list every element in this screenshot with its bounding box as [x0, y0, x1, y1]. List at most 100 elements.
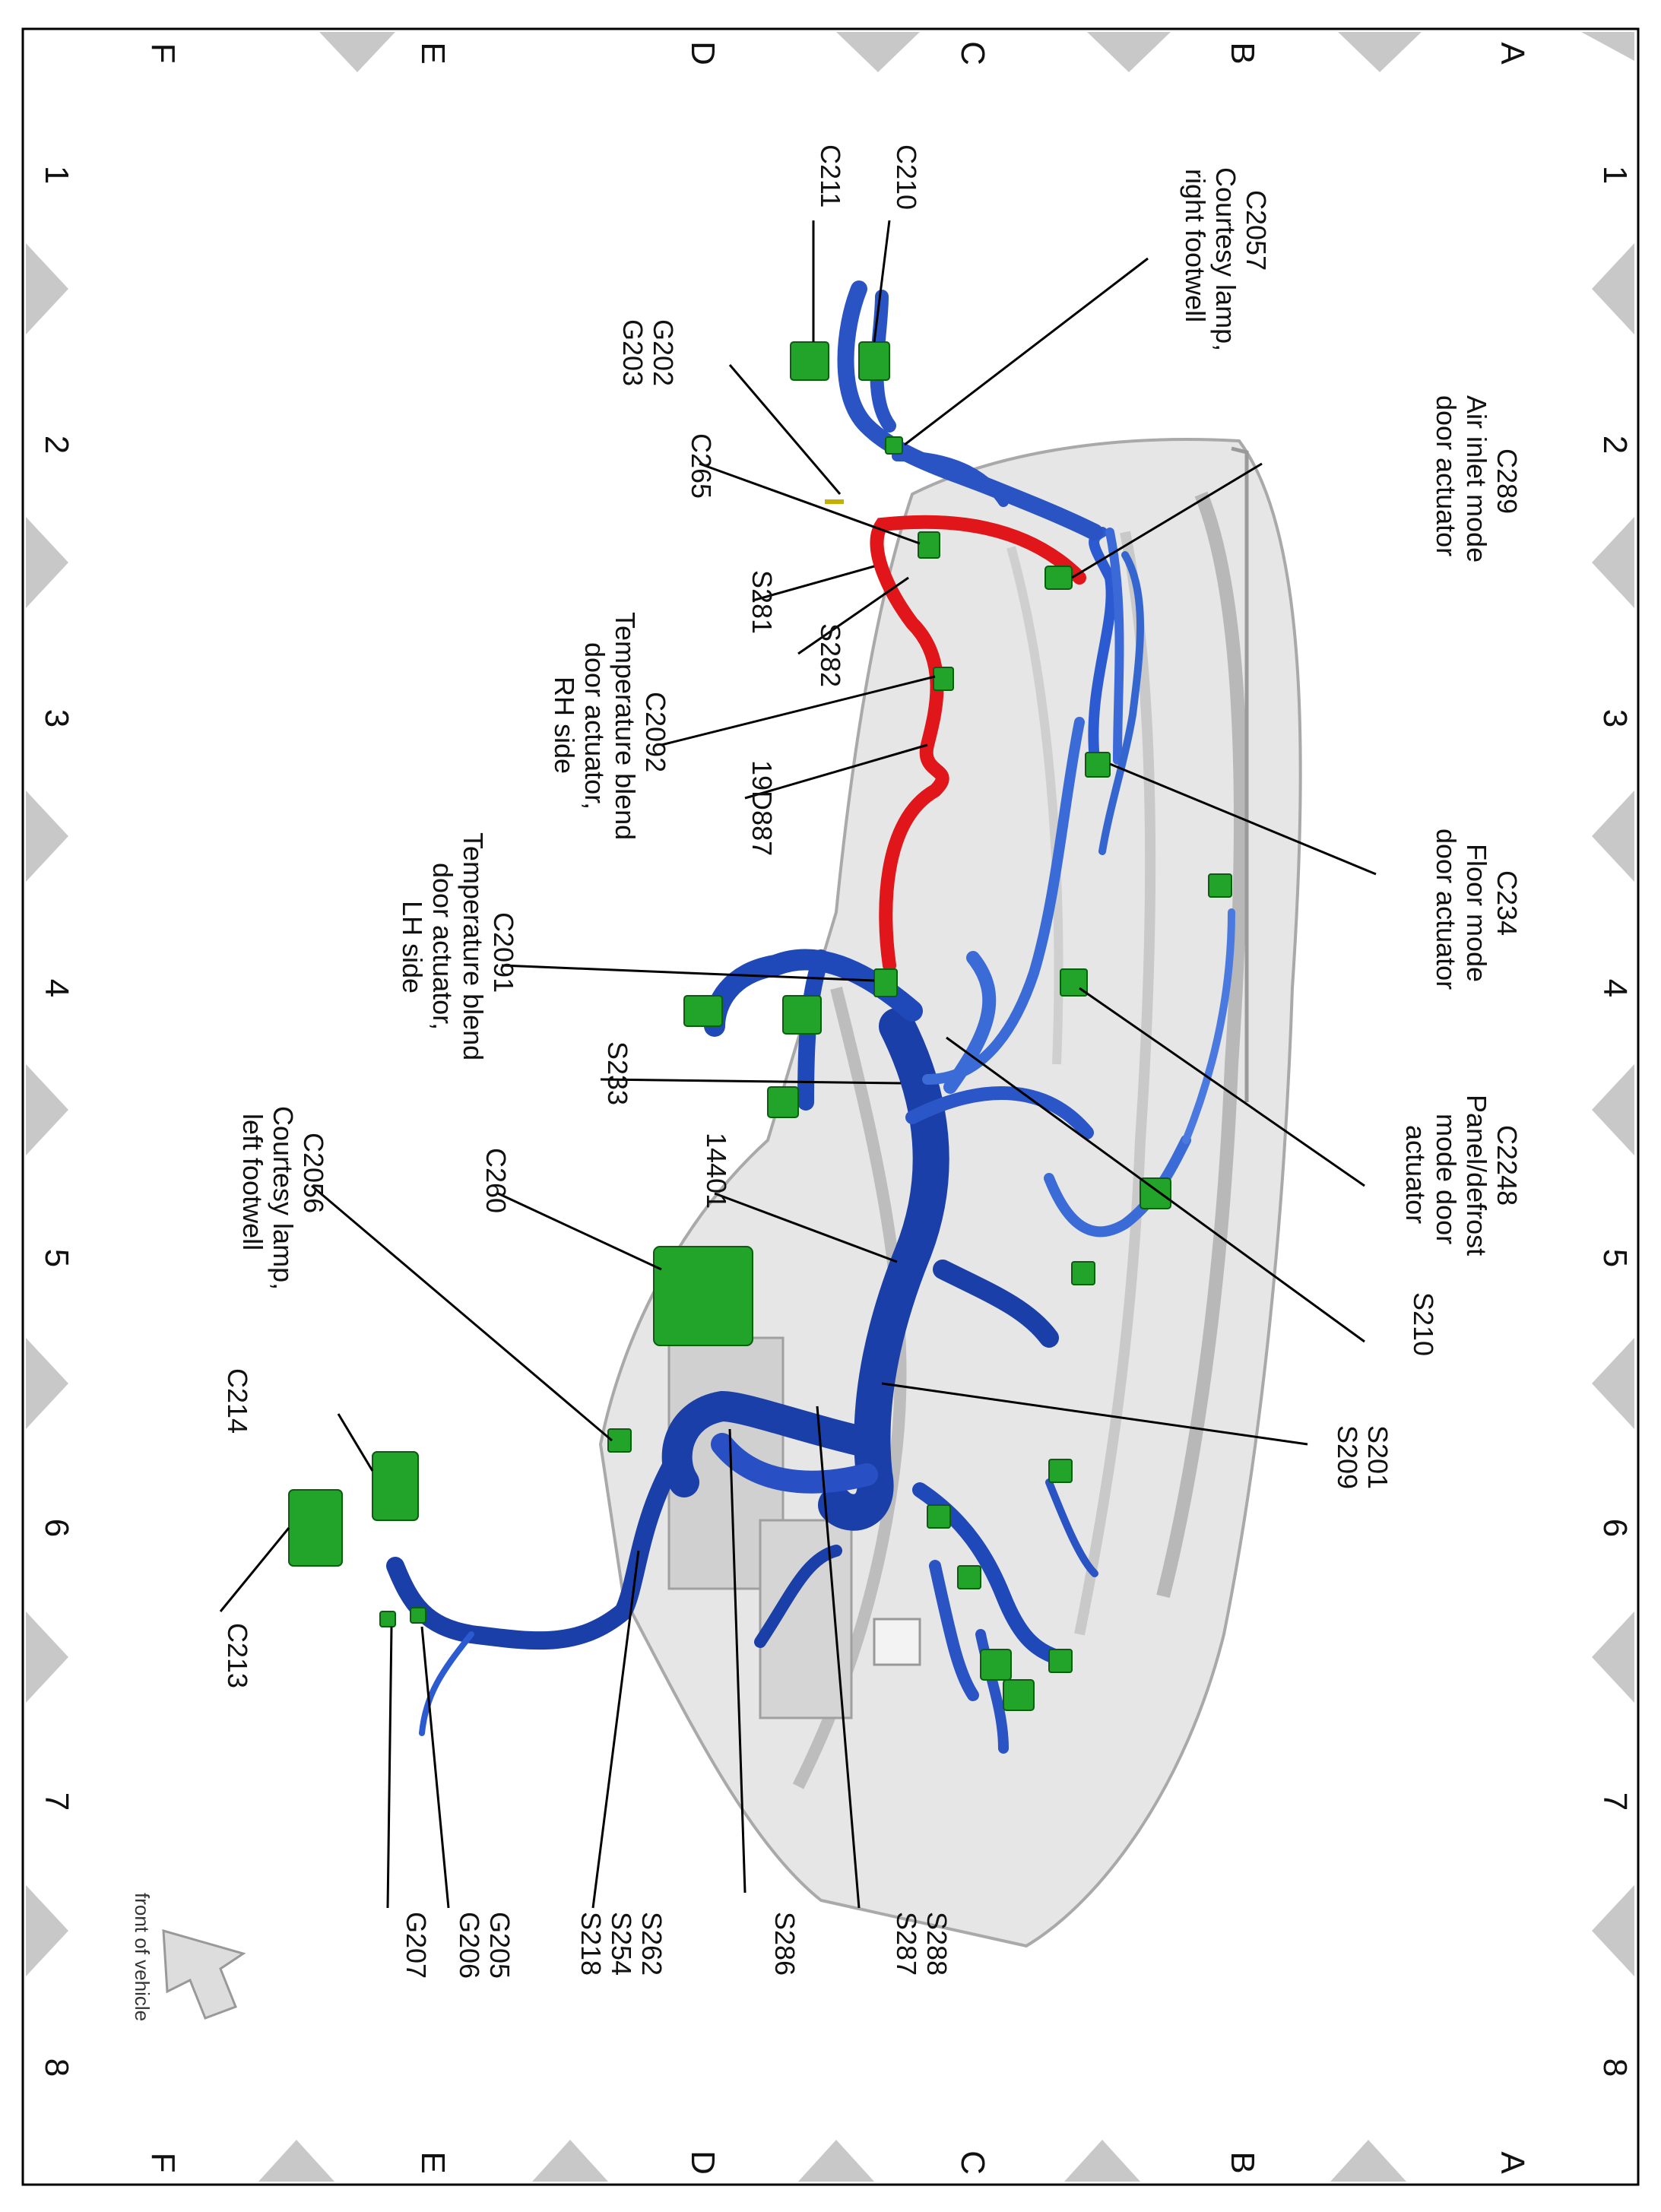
callout-c234-line2: Floor mode	[1461, 844, 1492, 982]
grid-num-right-6: 6	[1596, 1519, 1634, 1537]
callout-s282: S282	[815, 623, 846, 687]
grid-num-right-5: 5	[1596, 1249, 1634, 1267]
callout-c2092-line1: C2092	[640, 692, 671, 772]
callout-g205-g206: G205 G206	[454, 1912, 515, 1979]
grid-letter-bottom-b: B	[1224, 2151, 1261, 2173]
grid-num-left-5: 5	[38, 1249, 75, 1267]
callout-c2056-line2: Courtesy lamp,	[268, 1106, 299, 1290]
callout-c2056-line1: C2056	[298, 1133, 329, 1213]
connector-misc-11	[379, 1611, 396, 1627]
connector-c2057	[885, 436, 903, 455]
connector-misc-7	[1140, 1177, 1171, 1209]
callout-c214: C214	[222, 1368, 253, 1434]
callout-c2092-line2: Temperature blend	[610, 612, 641, 840]
grid-letters-bottom: A B C D E F	[144, 2150, 1531, 2175]
callout-c211: C211	[815, 144, 846, 208]
connector-c234	[1085, 752, 1111, 778]
grid-letter-top-b: B	[1224, 42, 1261, 64]
grid-num-left-6: 6	[38, 1519, 75, 1537]
grid-letter-top-e: E	[414, 42, 452, 64]
callout-c2248-line4: actuator	[1400, 1125, 1431, 1224]
grid-num-right-3: 3	[1596, 709, 1634, 727]
callout-c234-line3: door actuator	[1431, 829, 1462, 990]
grid-num-left-7: 7	[38, 1792, 75, 1811]
grid-letter-top-c: C	[954, 41, 991, 65]
connector-misc-12	[410, 1607, 426, 1624]
connector-misc-1	[683, 995, 723, 1027]
callout-c2248: C2248 Panel/defrost mode door actuator	[1400, 1095, 1523, 1256]
callout-s288: S288	[921, 1912, 953, 1976]
connector-c289	[1044, 566, 1073, 590]
callout-c234-line1: C234	[1491, 870, 1523, 936]
connectors	[288, 341, 1232, 1711]
callout-c289-line1: C289	[1491, 448, 1523, 514]
grid-letters-top: A B C D E F	[144, 41, 1531, 65]
callout-c213: C213	[222, 1623, 253, 1688]
grid-letter-bottom-d: D	[684, 2150, 721, 2175]
connector-misc-13	[927, 1504, 951, 1529]
callout-s233: S233	[602, 1041, 633, 1105]
grid-num-right-7: 7	[1596, 1792, 1634, 1811]
callout-c2248-line3: mode door	[1431, 1114, 1462, 1244]
callout-c2248-line1: C2248	[1491, 1125, 1523, 1206]
callout-c2056: C2056 Courtesy lamp, left footwell	[237, 1106, 329, 1290]
grid-letter-bottom-a: A	[1494, 2151, 1531, 2174]
callout-c2091-line4: LH side	[397, 901, 428, 993]
callout-g202-g203: G202 G203	[617, 319, 679, 386]
connector-c260	[653, 1246, 753, 1346]
callout-c2057: C2057 Courtesy lamp, right footwell	[1180, 167, 1272, 351]
callout-s201: S201	[1362, 1425, 1393, 1489]
connector-misc-14	[957, 1565, 981, 1589]
callout-c2248-line2: Panel/defrost	[1461, 1095, 1492, 1256]
callout-c2092-line3: door actuator,	[579, 642, 610, 810]
callout-c234: C234 Floor mode door actuator	[1431, 829, 1523, 990]
connector-misc-10	[1071, 1261, 1095, 1285]
connector-misc-2	[782, 995, 822, 1035]
callout-s281: S281	[746, 570, 778, 634]
callout-c265: C265	[686, 433, 717, 499]
callout-c2091: C2091 Temperature blend door actuator, L…	[397, 832, 519, 1060]
connector-misc-9	[1208, 873, 1232, 898]
callout-c2056-line3: left footwell	[237, 1114, 268, 1250]
callout-c2091-line1: C2091	[488, 912, 519, 993]
grid-num-left-1: 1	[38, 166, 75, 184]
callout-s254: S254	[606, 1912, 637, 1976]
connector-c213	[288, 1489, 343, 1567]
callout-g202: G202	[648, 319, 679, 386]
callout-c2092: C2092 Temperature blend door actuator, R…	[549, 612, 671, 840]
callout-s286: S286	[769, 1912, 800, 1976]
callout-c210: C210	[891, 144, 922, 210]
connector-misc-6	[1048, 1649, 1073, 1673]
callout-c289-line3: door actuator	[1431, 395, 1462, 556]
callout-c2057-line1: C2057	[1241, 190, 1272, 271]
connector-misc-4	[980, 1649, 1012, 1681]
callout-g206: G206	[454, 1912, 485, 1979]
callout-s288-s287: S288 S287	[891, 1912, 953, 1976]
callout-c2057-line3: right footwell	[1180, 169, 1211, 322]
callout-s210: S210	[1408, 1292, 1439, 1356]
callout-19d887: 19D887	[746, 760, 778, 856]
callout-c2092-line4: RH side	[549, 677, 580, 774]
grid-letter-bottom-e: E	[414, 2151, 452, 2173]
connector-misc-5	[1003, 1679, 1035, 1711]
grid-letter-top-a: A	[1494, 42, 1531, 65]
callout-s262-s254-s218: S262 S254 S218	[575, 1912, 667, 1976]
callout-s287: S287	[891, 1912, 922, 1976]
grid-letter-bottom-c: C	[954, 2150, 991, 2175]
connector-c210	[858, 341, 890, 381]
callout-s209: S209	[1332, 1425, 1363, 1489]
grid-num-right-8: 8	[1596, 2058, 1634, 2077]
grid-markers	[26, 32, 1634, 2182]
leader-lines	[219, 220, 1377, 1909]
callout-c289: C289 Air inlet mode door actuator	[1431, 395, 1523, 563]
grid-numbers-right: 1 2 3 4 5 6 7 8	[1596, 166, 1634, 2077]
front-arrow-icon	[162, 1928, 246, 2020]
front-of-vehicle-indicator: front of vehicle	[131, 1893, 246, 2021]
front-of-vehicle-label: front of vehicle	[131, 1893, 154, 2021]
callout-c2057-line2: Courtesy lamp,	[1210, 167, 1241, 351]
callout-14401: 14401	[701, 1133, 732, 1209]
grid-num-left-2: 2	[38, 436, 75, 454]
grid-num-left-4: 4	[38, 979, 75, 997]
connector-misc-3	[767, 1086, 799, 1118]
